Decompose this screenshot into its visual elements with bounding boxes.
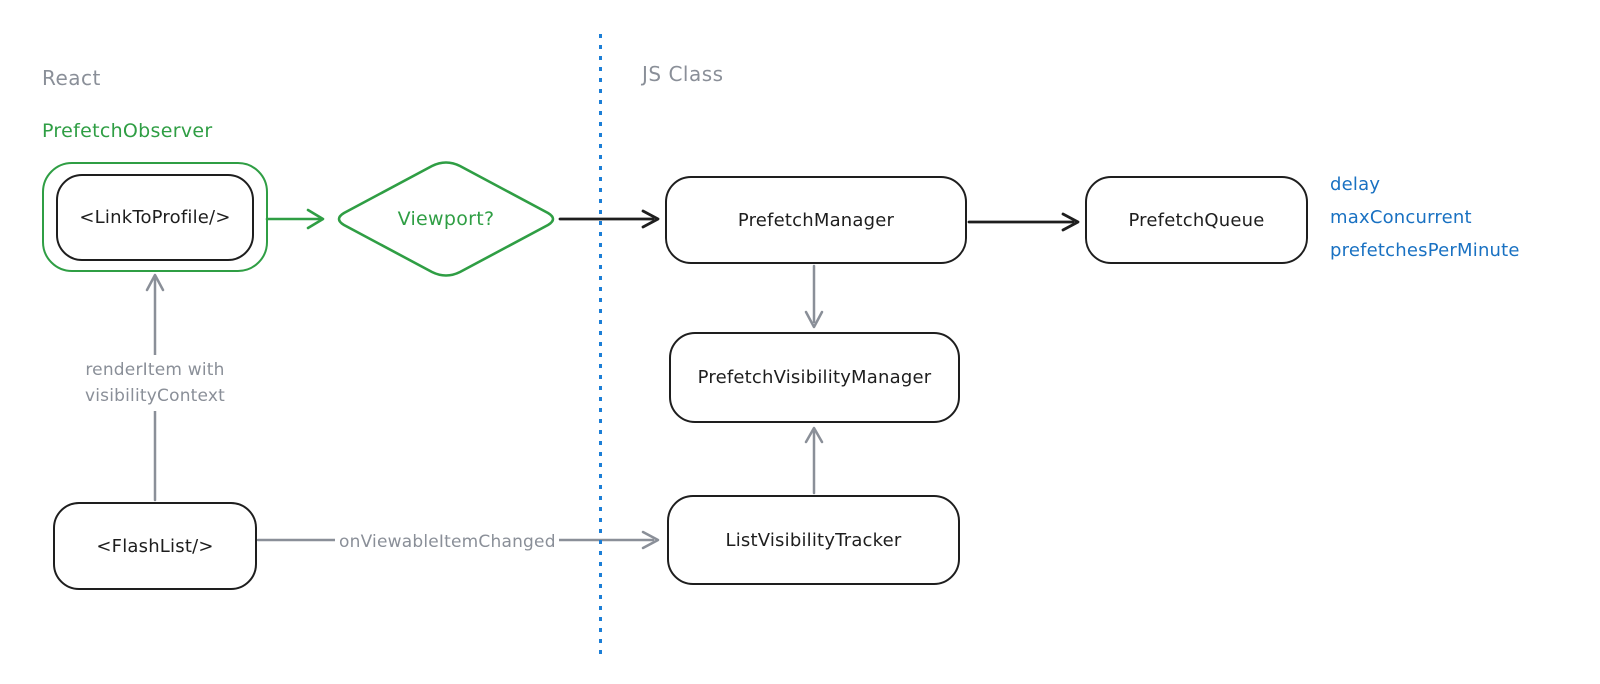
edge-label-render-item-line2: visibilityContext	[84, 386, 226, 406]
prefetch-visibility-manager-node: PrefetchVisibilityManager	[669, 332, 960, 423]
react-section-label: React	[42, 66, 101, 90]
prefetch-observer-group-box	[42, 162, 268, 272]
arrowhead-manager-to-visibility-manager	[804, 310, 824, 329]
viewport-label: Viewport?	[397, 208, 495, 230]
viewport-diamond-shape	[337, 161, 555, 277]
queue-prop-max-concurrent: maxConcurrent	[1330, 207, 1472, 228]
prefetch-visibility-manager-label: PrefetchVisibilityManager	[697, 367, 932, 388]
flash-list-node: <FlashList/>	[53, 502, 257, 590]
arrowhead-viewport-to-manager	[641, 209, 660, 229]
js-class-section-label: JS Class	[642, 62, 724, 86]
arrowhead-manager-to-queue	[1061, 212, 1080, 232]
link-to-profile-label: <LinkToProfile/>	[79, 207, 231, 228]
arrowhead-flashlist-to-link	[145, 273, 165, 292]
edge-label-render-item-line1: renderItem with	[85, 360, 225, 380]
edge-label-render-item: renderItem with visibilityContext	[58, 355, 252, 411]
queue-props-list: delay maxConcurrent prefetchesPerMinute	[1330, 168, 1520, 267]
list-visibility-tracker-label: ListVisibilityTracker	[725, 529, 902, 551]
arrowhead-flashlist-to-tracker	[641, 530, 660, 550]
edge-label-on-viewable: onViewableItemChanged	[335, 527, 559, 557]
list-visibility-tracker-node: ListVisibilityTracker	[667, 495, 960, 585]
prefetch-observer-label: PrefetchObserver	[42, 120, 213, 142]
queue-prop-delay: delay	[1330, 174, 1381, 195]
arrowhead-link-to-viewport	[306, 208, 325, 230]
prefetch-queue-node: PrefetchQueue	[1085, 176, 1308, 264]
prefetch-manager-node: PrefetchManager	[665, 176, 967, 264]
arrowhead-tracker-to-visibility-manager	[804, 426, 824, 444]
prefetch-manager-label: PrefetchManager	[737, 209, 895, 231]
link-to-profile-node: <LinkToProfile/>	[56, 174, 254, 261]
queue-prop-prefetches-per-minute: prefetchesPerMinute	[1330, 240, 1520, 261]
prefetch-queue-label: PrefetchQueue	[1128, 209, 1265, 231]
flash-list-label: <FlashList/>	[96, 535, 214, 557]
section-divider	[599, 34, 602, 660]
